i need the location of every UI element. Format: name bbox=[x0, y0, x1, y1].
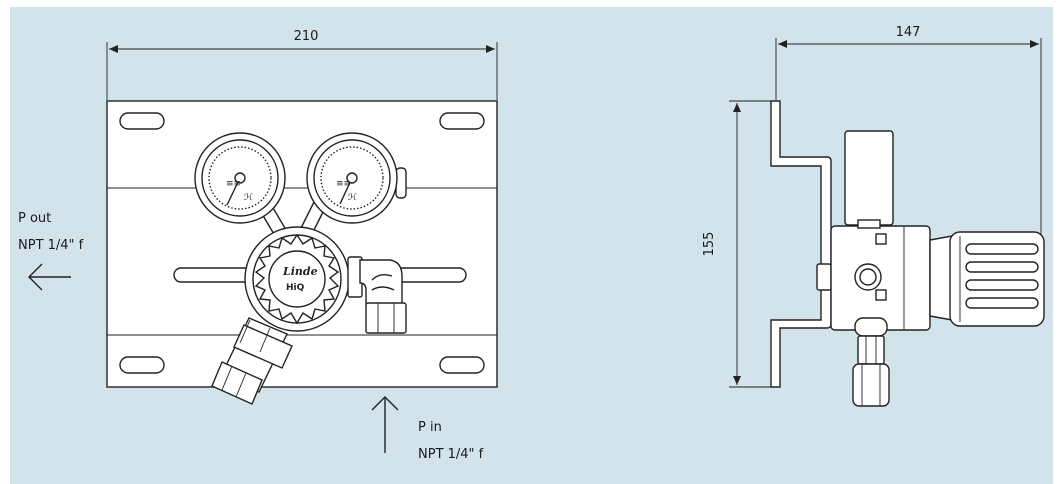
front-view: 210 ≡≡ ℋ ≡≡ bbox=[18, 29, 498, 462]
outlet-label-line1: P out bbox=[18, 211, 51, 226]
height-dim-label: 155 bbox=[702, 232, 717, 257]
outlet-elbow bbox=[347, 256, 407, 334]
height-dimension: 155 bbox=[702, 100, 776, 388]
svg-text:ℋ: ℋ bbox=[244, 193, 253, 203]
depth-dim-label: 147 bbox=[896, 25, 921, 40]
inlet-label-line2: NPT 1/4" f bbox=[418, 447, 484, 462]
side-inlet-fitting bbox=[852, 317, 890, 407]
inlet-fitting bbox=[211, 317, 293, 405]
mounting-slot bbox=[439, 112, 485, 130]
brand-logo: Linde bbox=[282, 265, 318, 278]
side-gauge bbox=[844, 130, 894, 226]
side-view: 147 155 bbox=[702, 25, 1045, 407]
model-logo: HiQ bbox=[286, 283, 305, 293]
outlet-label-line2: NPT 1/4" f bbox=[18, 238, 84, 253]
inlet-label-line1: P in bbox=[418, 420, 442, 435]
mounting-slot bbox=[119, 356, 165, 374]
svg-text:ℋ: ℋ bbox=[348, 193, 357, 203]
depth-dimension: 147 bbox=[775, 25, 1042, 238]
mounting-slot bbox=[119, 112, 165, 130]
adjusting-knob bbox=[949, 231, 1045, 327]
svg-text:≡≡: ≡≡ bbox=[336, 179, 351, 189]
width-dim-label: 210 bbox=[294, 29, 319, 44]
width-dimension: 210 bbox=[106, 29, 498, 100]
pressure-gauge-right: ≡≡ ℋ bbox=[306, 132, 398, 224]
pressure-gauge-left: ≡≡ ℋ bbox=[194, 132, 286, 224]
bracket-profile bbox=[770, 100, 832, 388]
regulator-body: Linde HiQ bbox=[244, 226, 350, 332]
mounting-slot bbox=[439, 356, 485, 374]
svg-text:≡≡: ≡≡ bbox=[226, 179, 241, 189]
